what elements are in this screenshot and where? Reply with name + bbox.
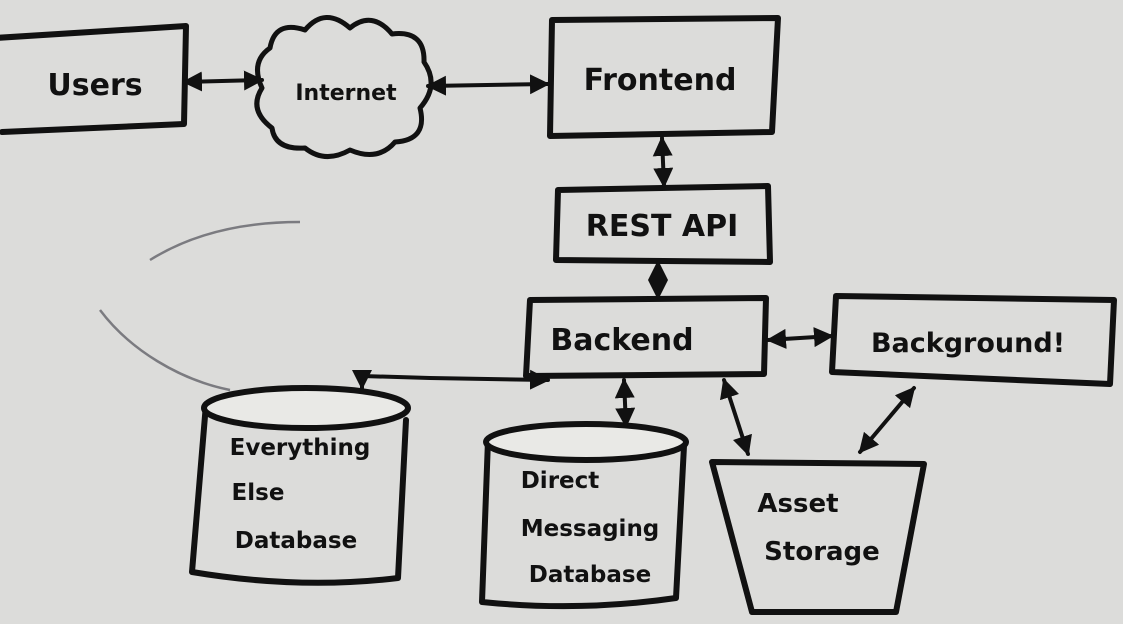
pencil-arc — [99, 309, 231, 392]
dm-db-line-1: Direct — [521, 468, 600, 494]
node-background-label: Background! — [871, 328, 1065, 359]
dm-db-line-3: Database — [529, 562, 651, 588]
edge-users-internet — [182, 70, 264, 92]
pencil-arc-upper — [149, 220, 301, 262]
edge-frontend-restapi — [652, 136, 674, 188]
node-direct-messaging-database: Direct Messaging Database — [479, 421, 689, 610]
node-backend-label: Backend — [550, 323, 693, 358]
asset-storage-line-2: Storage — [764, 537, 880, 567]
edge-backend-everything-else-db — [352, 369, 550, 390]
node-internet: Internet — [254, 15, 434, 159]
node-backend: Backend — [523, 295, 769, 379]
everything-else-db-line-3: Database — [235, 528, 357, 554]
node-internet-label: Internet — [295, 81, 397, 106]
edge-backend-asset-storage — [720, 378, 752, 456]
asset-storage-line-1: Asset — [757, 489, 838, 519]
edge-background-asset-storage — [858, 386, 916, 454]
node-rest-api-label: REST API — [586, 209, 738, 244]
node-everything-else-database: Everything Else Database — [189, 385, 411, 586]
node-frontend: Frontend — [547, 15, 781, 139]
edge-backend-background — [766, 327, 834, 349]
edge-internet-frontend — [426, 74, 550, 96]
node-users: Users — [0, 23, 189, 135]
node-users-label: Users — [47, 68, 142, 103]
node-rest-api: REST API — [553, 183, 773, 265]
node-frontend-label: Frontend — [584, 63, 737, 98]
everything-else-db-line-1: Everything — [230, 435, 371, 461]
dm-db-line-2: Messaging — [521, 516, 660, 542]
edges — [182, 70, 916, 456]
node-background: Background! — [829, 293, 1117, 387]
everything-else-db-line-2: Else — [232, 480, 285, 506]
edge-backend-dm-db — [614, 378, 636, 428]
node-asset-storage: Asset Storage — [709, 459, 927, 615]
